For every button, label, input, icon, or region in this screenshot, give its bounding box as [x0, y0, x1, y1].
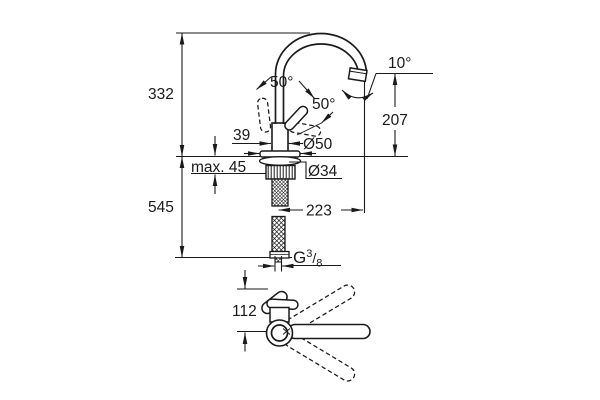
- dim-arrow-lever-angle-right: [298, 80, 315, 99]
- total-height-label: 332: [148, 86, 174, 103]
- deck-thickness-label: max. 45: [191, 159, 246, 176]
- dim-arrow-lever-angle-side: [321, 111, 334, 124]
- reach-label: 223: [306, 203, 332, 220]
- lever-depth-label: 112: [232, 303, 257, 320]
- hole-diameter-label: Ø34: [308, 163, 338, 180]
- lever-phantom-up-position: [256, 97, 272, 133]
- body-circle-inner: [270, 324, 289, 342]
- dimension-lines: [179, 33, 398, 352]
- outlet-angle-label: 10°: [388, 55, 411, 72]
- thread-denominator: 8: [316, 258, 322, 270]
- below-deck-label: 545: [148, 199, 174, 216]
- hose-thread-tip: [274, 257, 282, 263]
- mounting-nut: [265, 164, 296, 180]
- reference-lines: [175, 32, 433, 259]
- outlet-height-label: 207: [382, 112, 408, 129]
- spout-arc-outer: [274, 32, 368, 75]
- faucet-side-view: [256, 32, 368, 263]
- spout-arm: [287, 323, 371, 340]
- dim-leader-hole-dia: [289, 161, 342, 180]
- lever-handle: [284, 105, 309, 131]
- spout-arc-inner: [282, 43, 360, 77]
- threaded-shank: [271, 178, 289, 207]
- body-circle-outer: [265, 319, 294, 347]
- faucet-top-view: [261, 284, 371, 382]
- thread-slash: /: [312, 250, 316, 266]
- thread-size-label: G3/8: [293, 248, 322, 270]
- handle-width-label: 39: [233, 127, 250, 144]
- dimension-labels: 332 545 max. 45 39 Ø50 Ø34 223 207 10° 5…: [148, 55, 411, 320]
- lever-side-angle-label: 50°: [312, 96, 335, 113]
- thread-numerator: 3: [306, 248, 312, 260]
- arm-joint-mark: [282, 328, 291, 335]
- dim-arrow-lever-angle-left: [256, 76, 272, 90]
- thread-prefix: G: [293, 248, 306, 267]
- outlet-swivel-arc-arrow: [341, 89, 374, 102]
- base-washer: [258, 155, 302, 166]
- dim-leader-lever-angle-side: [296, 122, 322, 136]
- lever-lift-angle-label: 50°: [270, 74, 293, 91]
- supply-hose: [271, 215, 286, 254]
- aerator-tip: [347, 66, 368, 83]
- base-diameter-label: Ø50: [303, 136, 333, 153]
